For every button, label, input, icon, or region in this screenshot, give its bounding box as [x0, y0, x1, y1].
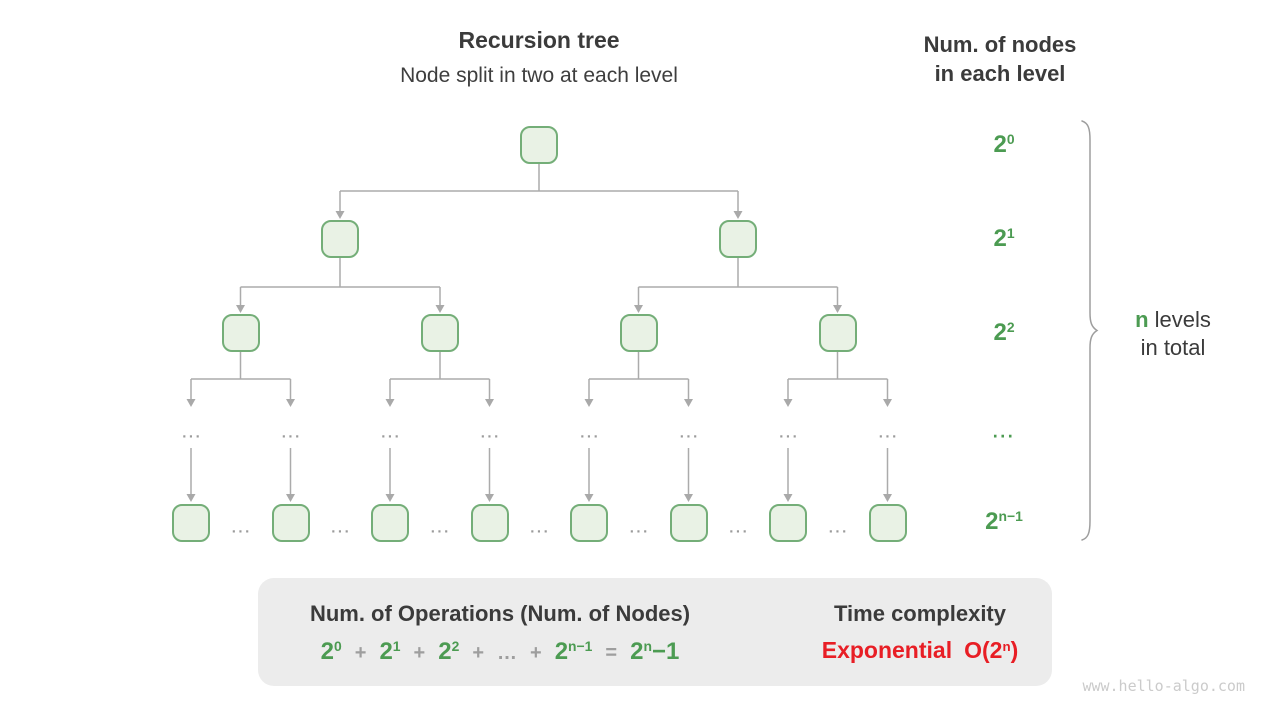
big-o-notation: O(2n)	[964, 637, 1019, 663]
level-count-label-3: ...	[992, 421, 1016, 442]
ellipsis-row-item: ...	[480, 424, 501, 442]
complexity-result: Exponential O(2n)	[808, 637, 1032, 664]
levels-brace	[1081, 120, 1099, 541]
leaf-row-separator: ...	[231, 519, 252, 537]
tree-node-leaf-3	[470, 504, 509, 542]
ellipsis-row-item: ...	[580, 424, 601, 442]
leaf-row-separator: ...	[729, 519, 750, 537]
tree-node-l2-3	[818, 314, 857, 352]
n-levels-note: n levels in total	[1135, 307, 1211, 360]
tree-node-l2-0	[221, 314, 260, 352]
level-count-label-1: 21	[993, 225, 1015, 252]
level-count-label-2: 22	[993, 319, 1015, 346]
formula-operator: +	[530, 642, 542, 664]
tree-node-leaf-7	[868, 504, 907, 542]
diagram-title: Recursion tree	[458, 27, 620, 53]
tree-node-leaf-4	[570, 504, 608, 542]
tree-node-leaf-1	[271, 504, 310, 542]
tree-node-l2-2	[619, 314, 658, 352]
operations-heading: Num. of Operations (Num. of Nodes)	[309, 601, 691, 626]
connector-lines	[190, 164, 889, 494]
leaf-row-separator: ...	[629, 519, 650, 537]
ellipsis-row-item: ...	[878, 424, 899, 442]
time-complexity-heading: Time complexity	[834, 601, 1006, 626]
ellipsis-row-item: ...	[679, 424, 700, 442]
ellipsis-row-item: ...	[779, 424, 800, 442]
diagram-subtitle: Node split in two at each level	[400, 64, 678, 87]
formula-operator: +	[413, 642, 426, 664]
nodes-per-level-heading-line2: in each level	[934, 61, 1066, 86]
leaf-row-separator: ...	[530, 519, 551, 537]
leaf-row-separator: ...	[430, 519, 451, 537]
formula-operator: +	[354, 642, 367, 664]
tree-node-l2-1	[421, 314, 459, 352]
tree-node-leaf-2	[371, 504, 409, 542]
formula-equals: =	[605, 642, 618, 664]
leaf-row-separator: ...	[331, 519, 352, 537]
leaf-row-separator: ...	[828, 519, 849, 537]
nodes-per-level-heading: Num. of nodes in each level	[890, 30, 1110, 88]
ellipsis-row-item: ...	[281, 424, 302, 442]
ellipsis-row-item: ...	[182, 424, 203, 442]
formula-token: 20	[320, 638, 342, 665]
tree-node-leaf-6	[769, 504, 807, 542]
operations-formula: 20 + 21 + 22 + … + 2n−1 = 2n−1	[300, 638, 700, 666]
ellipsis-row-item: ...	[381, 424, 402, 442]
formula-ellipsis: …	[497, 642, 517, 664]
formula-token: 21	[379, 638, 401, 665]
tree-node-l1-0	[321, 220, 359, 258]
watermark: www.hello-algo.com	[1082, 677, 1245, 695]
formula-operator: +	[472, 642, 484, 664]
tree-node-leaf-5	[669, 504, 708, 542]
summary-panel	[258, 578, 1052, 686]
level-count-label-0: 20	[993, 131, 1015, 158]
complexity-label: Exponential	[821, 637, 953, 663]
tree-node-leaf-0	[172, 504, 210, 542]
arrowheads	[186, 211, 892, 502]
tree-node-root	[520, 126, 558, 164]
nodes-per-level-heading-line1: Num. of nodes	[923, 32, 1077, 57]
formula-token: 2n−1	[554, 638, 593, 665]
tree-node-l1-1	[719, 220, 757, 258]
formula-token: 2n−1	[630, 638, 680, 665]
formula-token: 22	[438, 638, 460, 665]
level-count-label-4: 2n−1	[985, 508, 1023, 535]
n-symbol: n	[1135, 307, 1149, 332]
